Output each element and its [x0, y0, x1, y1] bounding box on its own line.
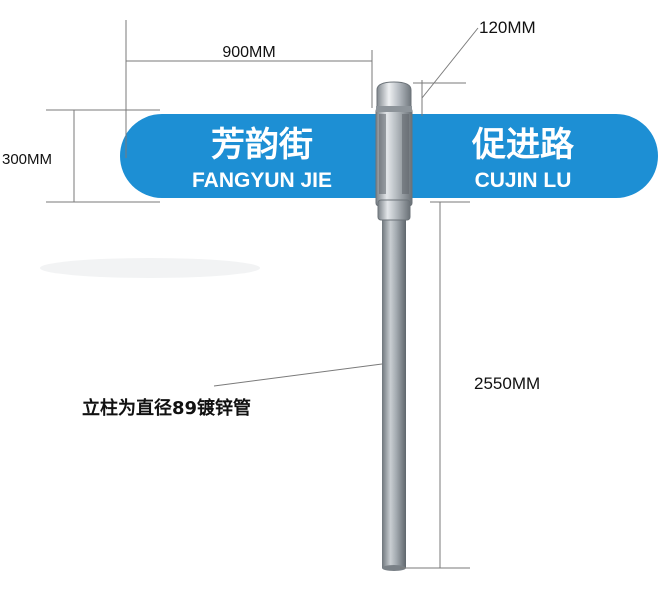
sign-right-panel [408, 114, 658, 198]
sign-right: 促进路 CUJIN LU [408, 111, 660, 201]
sign-left-panel [120, 114, 380, 198]
sign-right-name-en: CUJIN LU [475, 169, 572, 192]
sign-left-name-cn: 芳韵街 [211, 125, 313, 165]
dim-pole-height: 2550MM [474, 374, 540, 393]
pole [382, 200, 406, 568]
pole-base [382, 565, 406, 571]
sign-left: 芳韵街 FANGYUN JIE [115, 111, 380, 201]
pole-cap [376, 81, 412, 112]
shadow [40, 258, 260, 278]
dimension-lines [46, 20, 479, 569]
pole-clamp [375, 107, 413, 221]
sign-right-name-cn: 促进路 [471, 125, 575, 165]
pole-spec-note: 立柱为直径89镀锌管 [82, 397, 251, 419]
sign-left-name-en: FANGYUN JIE [192, 169, 332, 192]
dim-sign-width: 900MM [222, 44, 275, 61]
dim-cap-width: 120MM [479, 18, 536, 37]
dim-sign-height: 300MM [2, 151, 52, 168]
